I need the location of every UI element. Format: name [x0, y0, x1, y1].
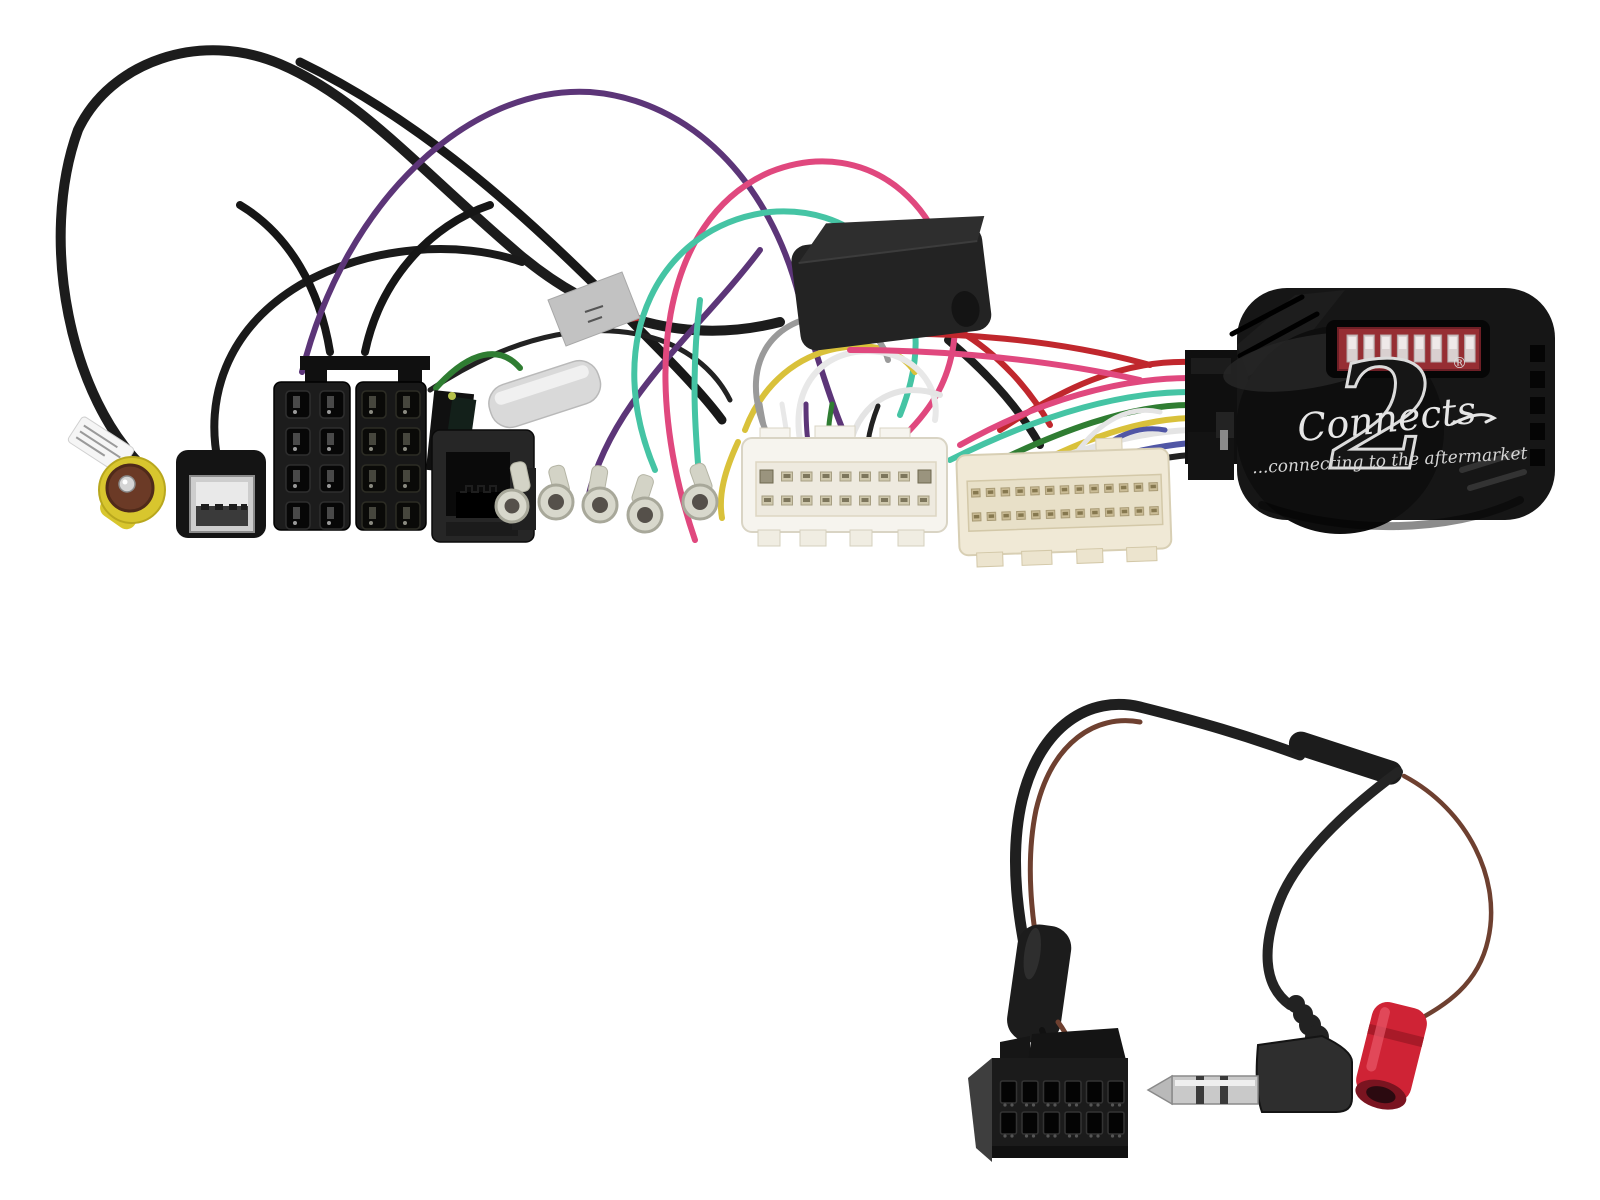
- antenna-pin: [118, 475, 136, 493]
- iso-bridge: [300, 356, 430, 370]
- black-cable-3: [361, 201, 494, 356]
- splice-boot: [1007, 924, 1072, 1044]
- inline-filter-box: [791, 215, 992, 351]
- vehicle-connector-white: [741, 425, 948, 547]
- iso-antenna-plug: [67, 416, 166, 530]
- pink-wire-loop: [662, 158, 959, 543]
- interface-box: 2 Connects ® ...connecting to the afterm…: [1223, 288, 1555, 534]
- pink-wire: [957, 375, 1193, 448]
- jack-cable: [1262, 767, 1403, 1010]
- pink-wire-2: [847, 347, 1143, 383]
- logo-numeral: 2: [1330, 329, 1434, 503]
- black-cable-4: [236, 201, 334, 356]
- purple-wire-2: [585, 247, 763, 501]
- vents: [1530, 345, 1545, 466]
- black-cable-2: [295, 57, 727, 425]
- green-wire: [433, 351, 523, 391]
- foil-heatshrink: [488, 359, 602, 429]
- ring-terminals: [494, 461, 719, 534]
- right-angle-3-5mm-jack: [1146, 995, 1353, 1113]
- molex-12pin-connector: [968, 1028, 1128, 1162]
- interface-input-connector: [1185, 350, 1243, 480]
- yellow-wire-2: [717, 439, 741, 521]
- patch-lead: [968, 698, 1494, 1162]
- usb-cable: [210, 245, 526, 466]
- red-bullet-connector: [1355, 1001, 1427, 1110]
- teal-wire: [947, 389, 1193, 463]
- patch-cable-main: [1009, 698, 1306, 1011]
- dip-switch-block: [1326, 320, 1490, 378]
- grey-label-tag: [547, 271, 641, 347]
- colored-wires: [299, 88, 1193, 543]
- splice-heatshrink: [1288, 731, 1403, 785]
- stub-white-2: [1072, 407, 1163, 458]
- stub-purple: [803, 401, 811, 445]
- registered-mark: ®: [1452, 354, 1467, 372]
- main-harness: 2 Connects ® ...connecting to the afterm…: [55, 45, 1555, 568]
- usb-a-plug: [176, 450, 266, 538]
- vehicle-connector-cream: [955, 437, 1173, 568]
- brown-wire-to-bullet: [1375, 773, 1494, 1045]
